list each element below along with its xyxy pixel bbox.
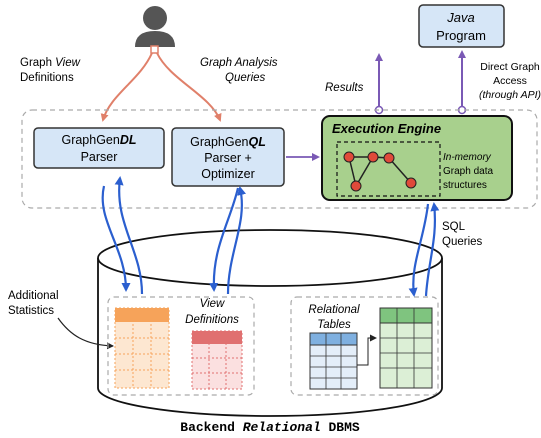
graph-structure-frame (336, 141, 441, 197)
queries-label: Queries (442, 236, 483, 248)
graph-analysis-queries-label: Graph Analysis (200, 57, 278, 69)
graphgen-ql-optimizer-label: Optimizer (201, 167, 254, 181)
graphgen-dl-parser-label: Parser (81, 150, 118, 164)
statistics-arrow (57, 317, 114, 350)
direct-access-label-2: Access (493, 75, 527, 87)
execution-engine-title: Execution Engine (332, 121, 441, 136)
view-defs-label-2: Definitions (185, 314, 239, 326)
user-port (150, 45, 159, 54)
relational-label: Relational (308, 304, 360, 316)
relational-container (290, 296, 439, 396)
java-label: Java (446, 10, 474, 25)
analysis-arrow (156, 52, 222, 122)
graph-data-label: Graph data (443, 166, 493, 177)
sql-label: SQL (442, 221, 466, 233)
statistics-table (114, 307, 170, 389)
additional-label: Additional (8, 290, 59, 302)
graph-view-definitions-label-2: Definitions (20, 72, 74, 84)
dl-parser-db-arrows (101, 176, 144, 295)
user-icon (135, 6, 175, 47)
statistics-label: Statistics (8, 305, 54, 317)
graphgen-ql-parser-box (171, 127, 285, 187)
graph-icon (343, 151, 417, 192)
java-program-box (418, 4, 505, 48)
in-memory-label: In-memory (443, 152, 492, 163)
relational-table-green (379, 307, 433, 389)
graphgen-ql-parser-label: Parser + (204, 151, 252, 165)
table-transform-arrow (357, 334, 377, 366)
direct-access-label-1: Direct Graph (480, 61, 540, 73)
structures-label: structures (443, 180, 487, 191)
tables-label: Tables (317, 319, 351, 331)
system-layer (21, 109, 538, 209)
relational-table-blue (309, 332, 358, 390)
ql-parser-db-arrows (209, 186, 246, 295)
view-def-arrow (100, 52, 153, 122)
graphgen-dl-parser-box (33, 127, 165, 169)
graph-view-definitions-label: Graph View (20, 57, 81, 69)
graphgen-ql-title: GraphGenQL (190, 135, 266, 149)
graphgen-dl-title: GraphGenDL (61, 133, 136, 147)
engine-db-arrows (408, 202, 440, 297)
metadata-container (107, 296, 255, 396)
program-label: Program (436, 28, 486, 43)
dbms-caption: Backend Relational DBMS (180, 420, 360, 435)
graph-analysis-queries-label-2: Queries (225, 72, 266, 84)
view-definitions-table (191, 330, 243, 390)
execution-engine-box (321, 115, 513, 201)
results-label: Results (325, 82, 364, 94)
direct-access-label-3: (through API) (479, 89, 541, 101)
view-defs-label-1: View (200, 298, 225, 310)
